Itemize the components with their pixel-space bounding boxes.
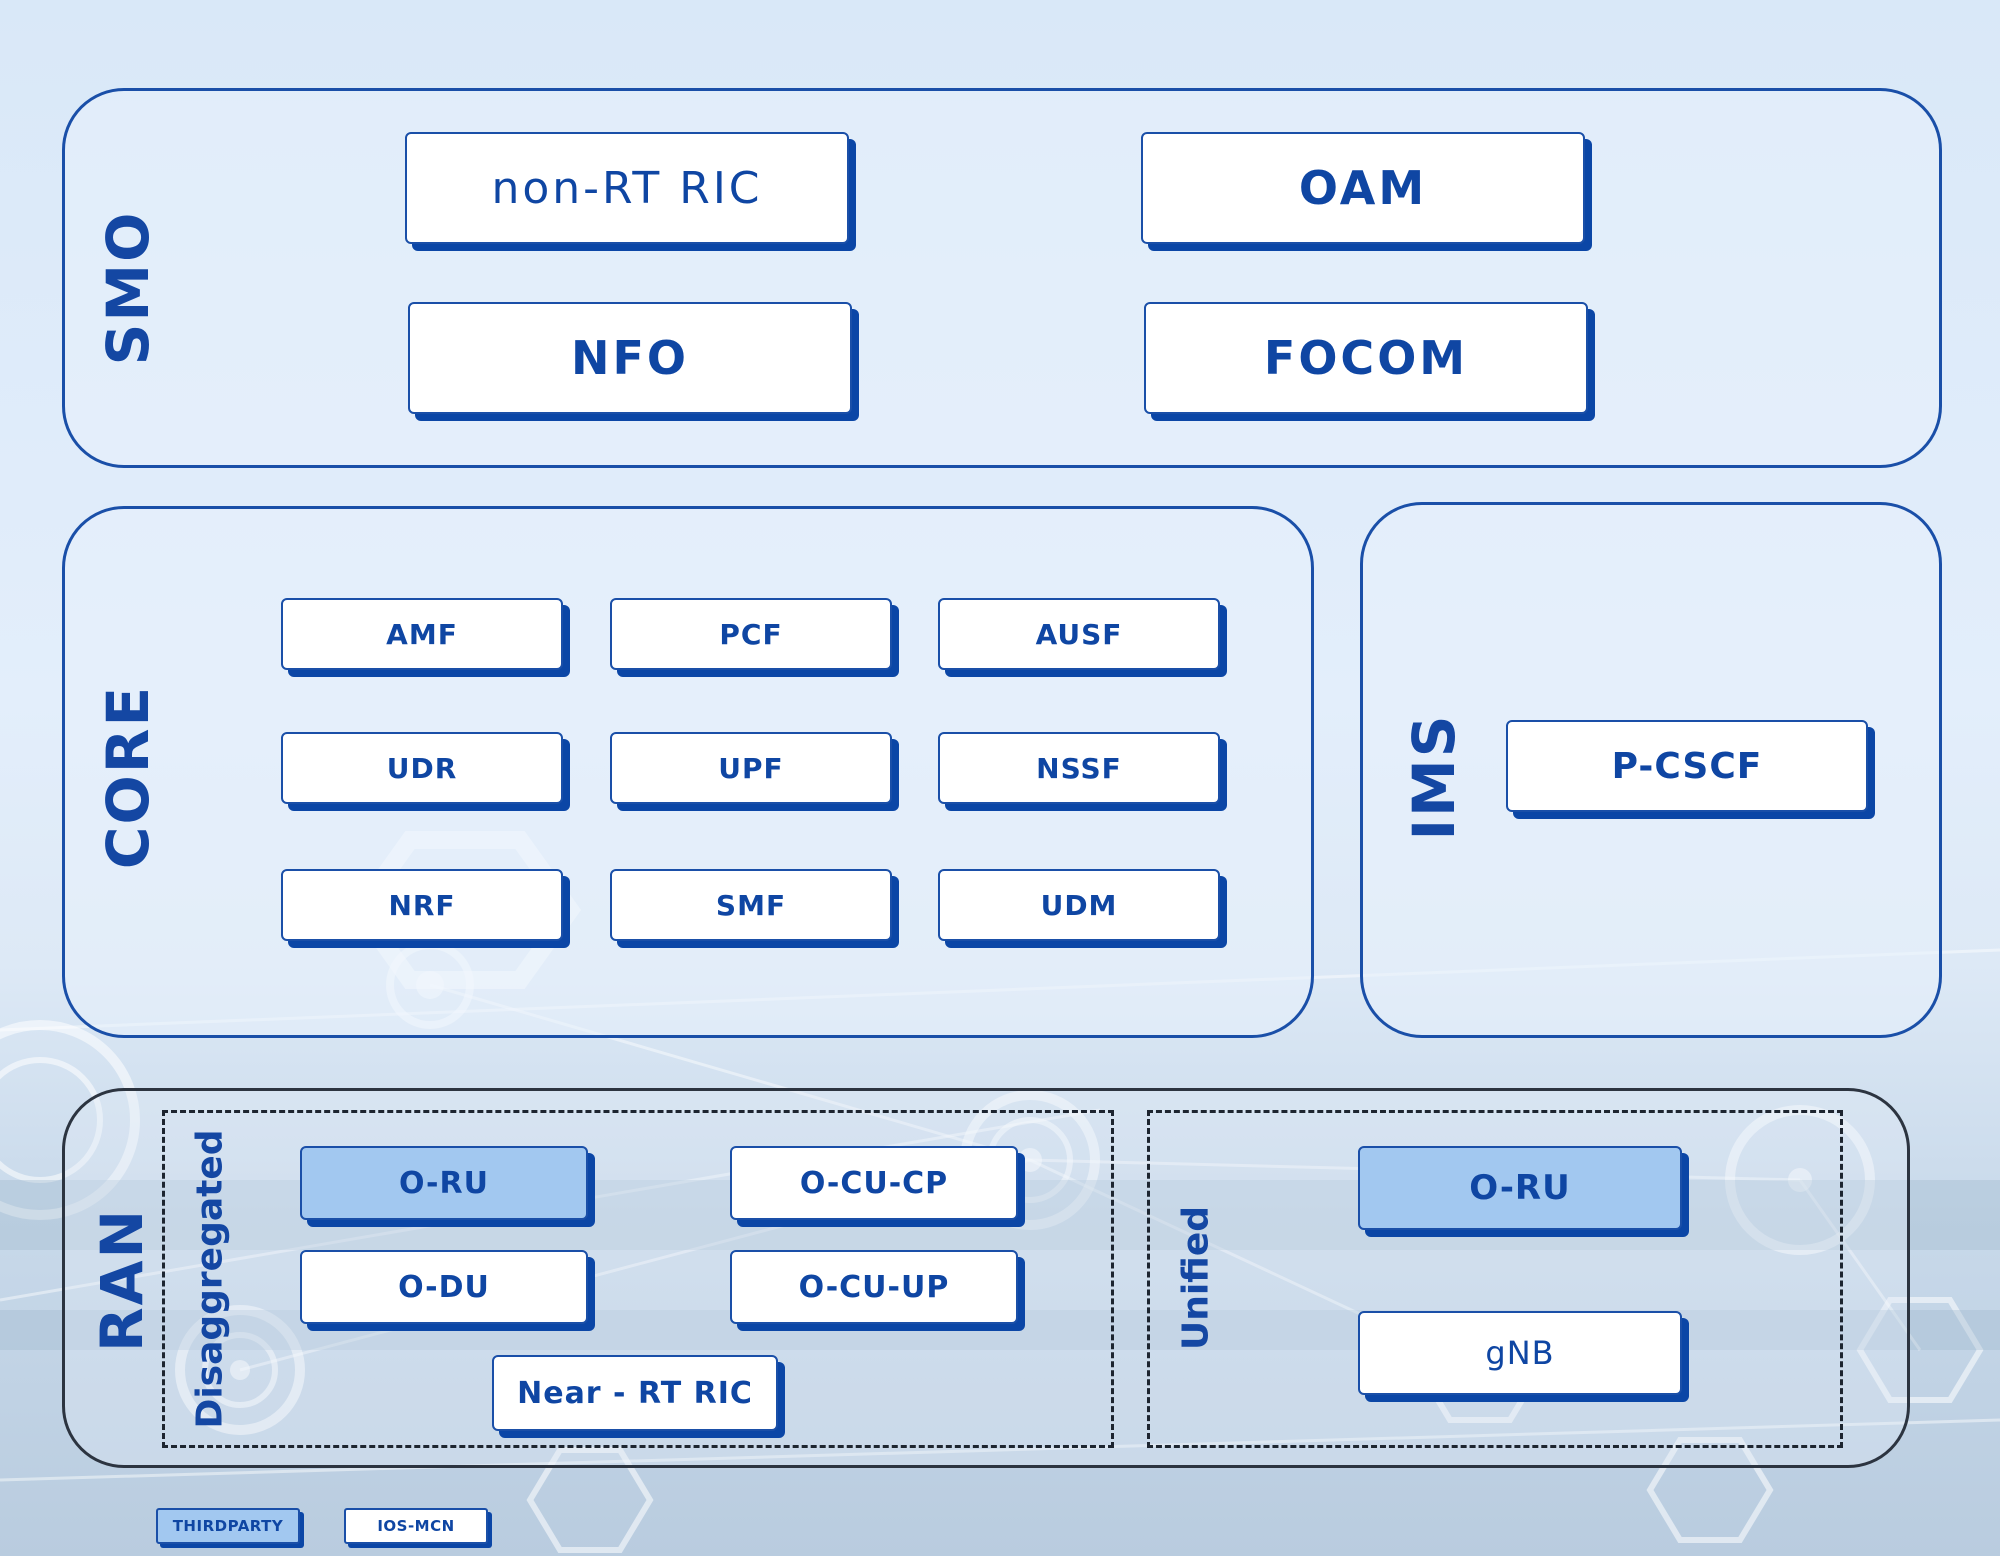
ran-uni-box-gnb: gNB [1358,1311,1682,1395]
core-box-amf: AMF [281,598,563,670]
ims-box-p-cscf: P-CSCF [1506,720,1868,812]
core-box-nrf: NRF [281,869,563,941]
ran-dis-box-near-rt-ric: Near - RT RIC [492,1355,778,1431]
core-box-ausf: AUSF [938,598,1220,670]
core-label: CORE [94,684,162,870]
ims-label: IMS [1400,713,1468,841]
smo-panel [62,88,1942,468]
unified-label: Unified [1175,1205,1217,1351]
core-box-udr: UDR [281,732,563,804]
smo-box-focom: FOCOM [1144,302,1588,414]
smo-box-non-rt-ric: non-RT RIC [405,132,849,244]
core-box-smf: SMF [610,869,892,941]
unified-group [1147,1110,1843,1448]
disaggregated-label: Disaggregated [189,1129,231,1429]
core-box-upf: UPF [610,732,892,804]
smo-box-oam: OAM [1141,132,1585,244]
disaggregated-group [162,1110,1114,1448]
core-box-nssf: NSSF [938,732,1220,804]
ran-label: RAN [88,1207,156,1353]
core-box-pcf: PCF [610,598,892,670]
smo-box-nfo: NFO [408,302,852,414]
ran-dis-box-o-cu-up: O-CU-UP [730,1250,1018,1324]
ran-uni-box-o-ru: O-RU [1358,1146,1682,1230]
ran-dis-box-o-cu-cp: O-CU-CP [730,1146,1018,1220]
legend-ios-mcn: IOS-MCN [344,1508,488,1544]
ran-dis-box-o-du: O-DU [300,1250,588,1324]
smo-label: SMO [94,210,162,366]
ran-dis-box-o-ru: O-RU [300,1146,588,1220]
core-box-udm: UDM [938,869,1220,941]
legend-thirdparty: THIRDPARTY [156,1508,300,1544]
